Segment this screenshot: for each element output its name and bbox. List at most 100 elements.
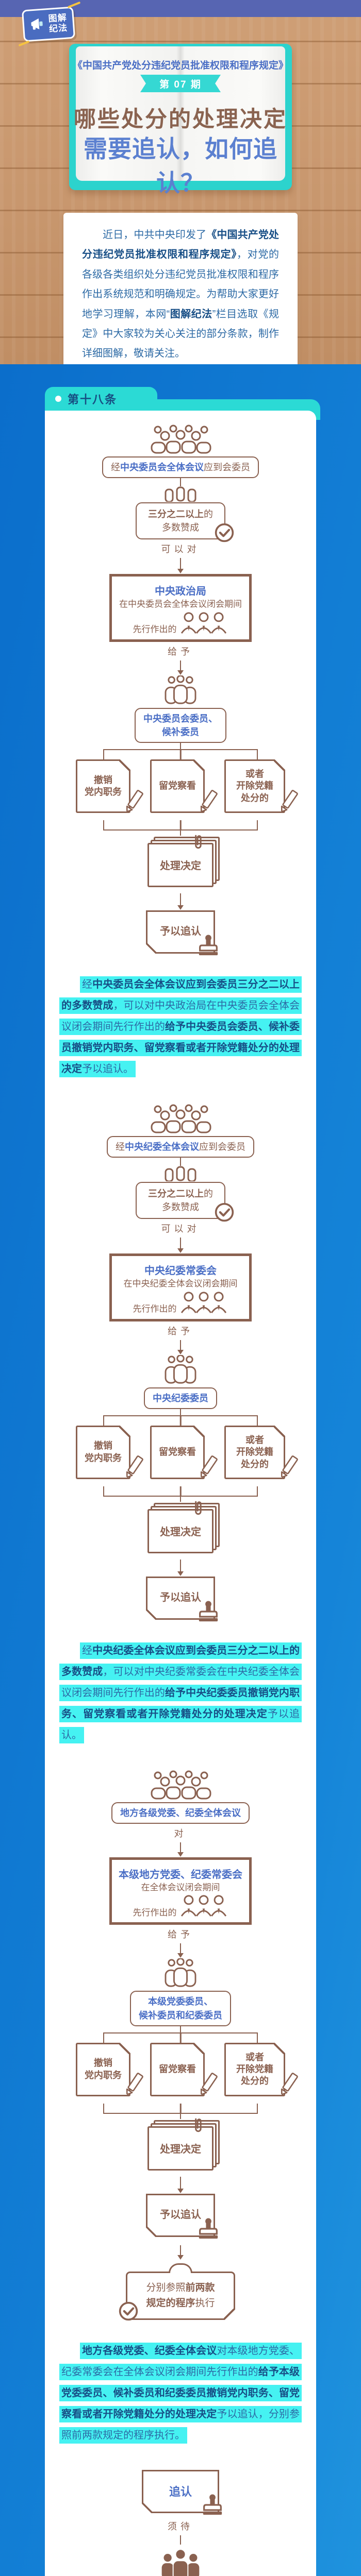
text-segment: 对本级地方党委、纪委常委会在全体会议闭会期间先行作出的 (61, 2345, 300, 2378)
megaphone-icon (29, 16, 46, 33)
doc-line: 开除党籍 (236, 781, 273, 791)
text-segment-bold: 给予中央纪委委员撤销党内职务、留党察看或者开除党籍处分的处理决定 (61, 1687, 300, 1720)
pencil-icon (195, 1454, 219, 1483)
doc-line: 开除党籍 (236, 2063, 273, 2074)
logo-text-line1: 图解 (48, 12, 68, 24)
text-segment: 经 (82, 1645, 93, 1656)
section-tab-row: 第十八条 (45, 387, 320, 420)
pencil-icon (195, 788, 219, 817)
flowchart-2: 经中央纪委全体会议应到会委员 三分之二以上的 多数赞成 可以对 中央纪委常委会 … (45, 1104, 316, 1621)
text-segment-em: 前两款 (185, 2282, 215, 2293)
node-line: 在中央纪委全体会议闭会期间 (123, 1279, 238, 1289)
node-ratify: 予以追认 (146, 910, 218, 956)
node-ccdi-plenary: 经中央纪委全体会议应到会委员 (107, 1136, 254, 1158)
connector-line (179, 742, 182, 749)
doc-line: 撤销 (94, 774, 112, 785)
branch-split (103, 749, 258, 759)
text-segment: 分别参照 (146, 2282, 186, 2293)
text-segment-bold: 图解纪法 (170, 308, 212, 320)
node-local-standing: 本级地方党委、纪委常委会 在全体会议闭会期间 先行作出的 (109, 1857, 252, 1925)
arrow-down (179, 558, 182, 570)
paper-label: 予以追认 (160, 2209, 201, 2221)
doc-line: 处分的 (241, 792, 269, 803)
stack-front: 处理决定 (147, 1509, 214, 1553)
branch-merge (103, 1486, 258, 1497)
connector-line (179, 830, 182, 836)
pencil-icon (276, 1454, 299, 1483)
node-line: 先行作出的 (133, 1304, 177, 1314)
pencil-icon (276, 788, 299, 817)
doc-line: 开除党籍 (236, 1447, 273, 1458)
text-segment: ，对党的各级各类组织处分违纪党员批准权限和程序作出系统规范和明确规定。为帮助大家… (82, 249, 280, 320)
text-segment-bold: 给予本级党委委员、候补委员和纪委委员撤销党内职务、留党察看或者开除党籍处分的处理… (61, 2366, 300, 2420)
text-segment-em: 规定的程序 (146, 2298, 195, 2309)
doc-line: 处分的 (241, 1459, 269, 1469)
branch-split (103, 2032, 258, 2043)
members-group-icon (161, 1958, 200, 1991)
connector-label: 对 (174, 1828, 187, 1839)
node-title: 中央政治局 (155, 586, 206, 598)
tab-dot-icon (55, 396, 61, 402)
text-segment-em: 地方各级党委、纪委全体会议 (120, 1807, 241, 1818)
doc-expulsion: 或者开除党籍处分的 (224, 759, 298, 813)
connector-label: 可以对 (161, 544, 200, 555)
text-segment: 应到会委员 (199, 1141, 245, 1152)
content-card: 经中央委员会全体会议应到会委员 三分之二以上的 多数赞成 (45, 411, 316, 2576)
connector-label: 给予 (168, 1326, 193, 1336)
persons-icon (158, 2549, 203, 2576)
paragraph-3: 地方各级党委、纪委全体会议对本级地方党委、纪委常委会在全体会议闭会期间先行作出的… (59, 2341, 302, 2446)
doc-line: 或者 (245, 768, 264, 779)
crowd-icon (150, 424, 211, 456)
node-local-plenary: 地方各级党委、纪委全体会议 (111, 1802, 250, 1824)
pencil-icon (276, 2072, 299, 2100)
node-line: 先行作出的 (133, 624, 177, 635)
paperclip-icon (192, 1498, 204, 1522)
section-tab: 第十八条 (45, 387, 157, 411)
pencil-icon (121, 2072, 144, 2100)
arrow-down (179, 893, 182, 906)
sanction-docs-row: 撤销党内职务 留党察看 或者开除党籍处分的 (76, 1425, 298, 1479)
text-segment: 的 (204, 1189, 213, 1199)
node-plenary: 经中央委员会全体会议应到会委员 (102, 456, 259, 479)
members-group-icon (161, 1354, 200, 1387)
pencil-icon (121, 788, 144, 817)
text-segment: 予以追认，分别参照前两款规定的程序执行。 (61, 2409, 300, 2442)
doc-expulsion: 或者开除党籍处分的 (224, 1425, 298, 1479)
text-segment-em: 中央纪委委员 (153, 1393, 208, 1403)
doc-line: 留党察看 (159, 781, 196, 791)
arrow-down (179, 1943, 182, 1954)
node-cc-members: 中央委员会委员、 候补委员 (135, 707, 226, 743)
arrow-down (179, 1238, 182, 1249)
arrow-down (179, 2176, 182, 2189)
text-segment-em: 候补委员和纪委委员 (139, 2010, 222, 2021)
text-segment: 执行 (195, 2298, 215, 2309)
stamp-icon (198, 935, 219, 960)
connector-line (179, 478, 182, 487)
connector-label: 给予 (168, 1929, 193, 1940)
text-segment-em: 中央委员会委员、 (143, 713, 218, 724)
text-segment-em: 中央纪委全体会议 (125, 1141, 199, 1152)
doc-line: 党内职务 (85, 2070, 122, 2080)
text-segment: ，可以对中央政治局在中央委员会全体会议闭会期间先行作出的 (61, 999, 300, 1032)
connector-line (179, 1158, 182, 1166)
text-segment-em: 中央委员会全体会议 (120, 462, 204, 472)
issue-ribbon: 第 07 期 (140, 75, 221, 92)
stamp-icon (198, 1601, 219, 1626)
stamp-icon (202, 2494, 223, 2520)
node-line: 先行作出的 (133, 1907, 177, 1918)
node-title: 中央纪委常委会 (144, 1265, 217, 1277)
node-two-thirds: 三分之二以上的 多数赞成 (136, 502, 234, 543)
node-decision-stack: 处理决定 (147, 2118, 220, 2171)
doc-line: 或者 (245, 1434, 264, 1445)
doc-probation: 留党察看 (150, 1425, 218, 1479)
paperclip-icon (192, 2115, 204, 2139)
intro-paragraph: 近日，中共中央印发了《中国共产党处分违纪党员批准权限和程序规定》，对党的各级各类… (82, 225, 279, 364)
check-circle-icon (214, 522, 235, 547)
node-local-members: 本级党委委员、 候补委员和纪委委员 (130, 1991, 231, 2026)
paragraph-2: 经中央纪委全体会议应到会委员三分之二以上的多数赞成，可以对中央纪委常委会在中央纪… (59, 1640, 302, 1746)
book-pages (76, 46, 285, 181)
quote-bump (169, 2263, 192, 2273)
branch-merge (103, 820, 258, 831)
branch-split (103, 1415, 258, 1426)
connector-line (179, 1409, 182, 1415)
